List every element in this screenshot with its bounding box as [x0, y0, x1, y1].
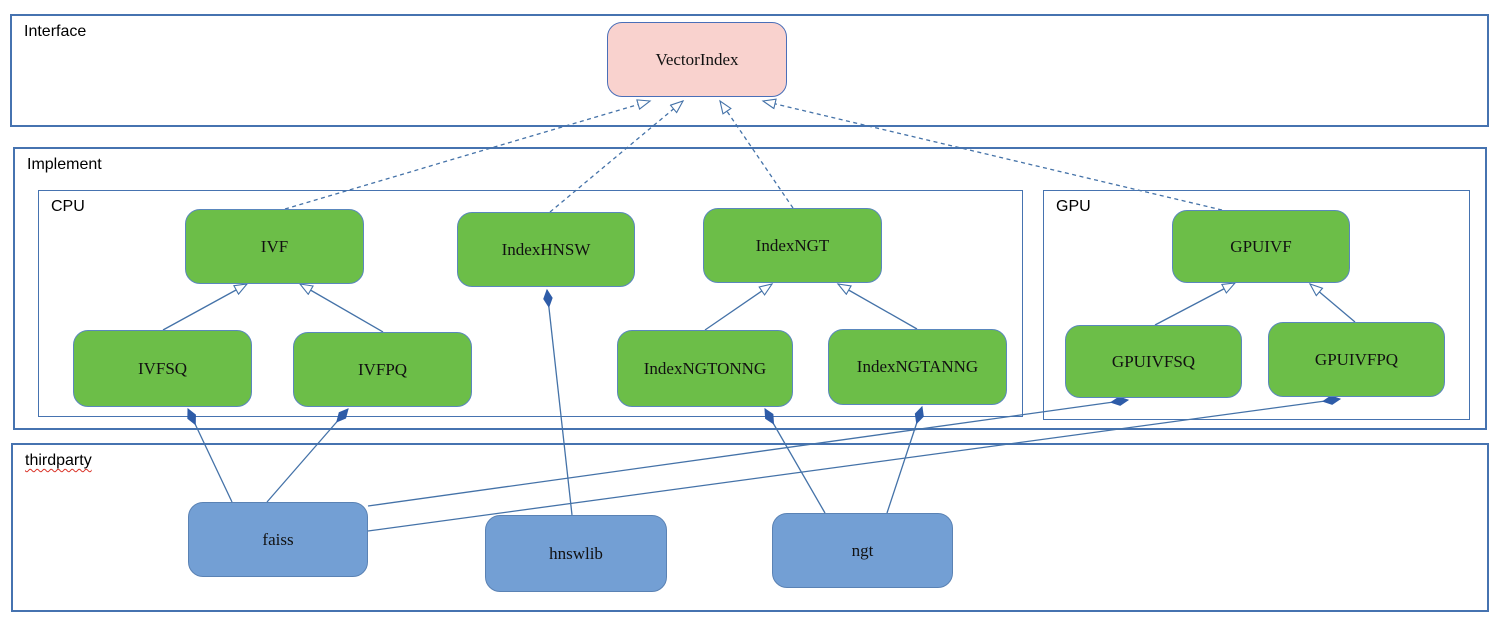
- section-cpu-label: CPU: [51, 198, 85, 215]
- node-ivfpq[interactable]: IVFPQ: [293, 332, 472, 407]
- node-ivf[interactable]: IVF: [185, 209, 364, 284]
- node-indexngt-label: IndexNGT: [755, 235, 830, 255]
- node-gpuivfpq-label: GPUIVFPQ: [1314, 349, 1399, 369]
- node-indexngtonng[interactable]: IndexNGTONNG: [617, 330, 793, 407]
- node-vectorindex-label: VectorIndex: [655, 49, 739, 69]
- node-hnswlib-label: hnswlib: [549, 543, 603, 563]
- node-indexngt[interactable]: IndexNGT: [703, 208, 882, 283]
- node-ivfpq-label: IVFPQ: [357, 359, 408, 379]
- node-indexngtanng[interactable]: IndexNGTANNG: [828, 329, 1007, 405]
- node-faiss[interactable]: faiss: [188, 502, 368, 577]
- node-indexngtonng-label: IndexNGTONNG: [643, 358, 767, 378]
- node-gpuivf-label: GPUIVF: [1230, 236, 1292, 256]
- node-gpuivfsq[interactable]: GPUIVFSQ: [1065, 325, 1242, 398]
- node-gpuivf[interactable]: GPUIVF: [1172, 210, 1350, 283]
- node-ivf-label: IVF: [260, 236, 289, 256]
- node-vectorindex[interactable]: VectorIndex: [607, 22, 787, 97]
- node-hnswlib[interactable]: hnswlib: [485, 515, 667, 592]
- node-faiss-label: faiss: [262, 529, 294, 549]
- node-indexngtanng-label: IndexNGTANNG: [856, 357, 979, 376]
- node-indexhnsw-label: IndexHNSW: [501, 239, 591, 259]
- node-ivfsq-label: IVFSQ: [137, 358, 188, 378]
- node-ngt[interactable]: ngt: [772, 513, 953, 588]
- section-implement-label: Implement: [27, 156, 102, 173]
- section-thirdparty-label: thirdparty: [25, 452, 92, 469]
- section-gpu-label: GPU: [1056, 198, 1091, 215]
- node-indexhnsw[interactable]: IndexHNSW: [457, 212, 635, 287]
- node-gpuivfpq[interactable]: GPUIVFPQ: [1268, 322, 1445, 397]
- node-ivfsq[interactable]: IVFSQ: [73, 330, 252, 407]
- section-interface-label: Interface: [24, 23, 87, 40]
- node-ngt-label: ngt: [851, 540, 874, 560]
- node-gpuivfsq-label: GPUIVFSQ: [1111, 351, 1196, 371]
